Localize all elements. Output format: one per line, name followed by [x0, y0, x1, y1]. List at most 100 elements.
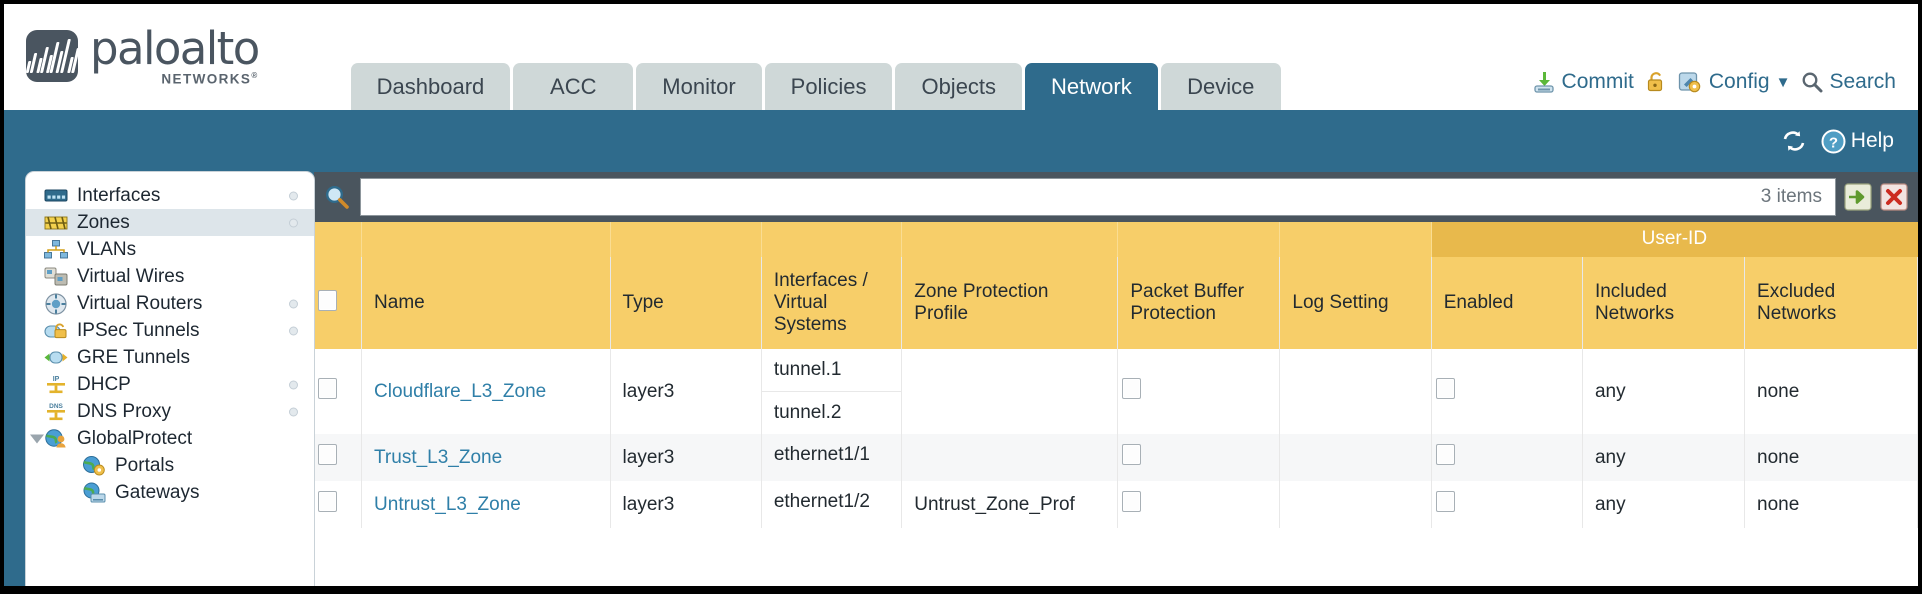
portals-icon — [82, 456, 106, 476]
select-all-header[interactable] — [314, 257, 363, 349]
col-header-interfaces[interactable]: Interfaces / Virtual Systems — [761, 257, 903, 349]
item-count-label: 3 items — [1760, 186, 1822, 207]
zones-panel: 3 items — [314, 172, 1918, 586]
userid-enabled-checkbox[interactable] — [1435, 444, 1455, 465]
svg-text:IP: IP — [53, 376, 60, 383]
sidebar-item-interfaces[interactable]: Interfaces — [26, 182, 314, 209]
userid-enabled-checkbox[interactable] — [1435, 378, 1455, 399]
cell-userid-enabled[interactable] — [1431, 481, 1583, 528]
zone-link[interactable]: Trust_L3_Zone — [374, 446, 503, 468]
search-button[interactable]: Search — [1801, 70, 1896, 94]
col-header-name[interactable]: Name — [361, 257, 611, 349]
sidebar-item-gateways[interactable]: Gateways — [26, 479, 314, 506]
zone-link[interactable]: Untrust_L3_Zone — [374, 493, 521, 515]
cell-userid-enabled[interactable] — [1431, 434, 1583, 481]
userid-enabled-checkbox[interactable] — [1435, 491, 1455, 512]
sidebar-label: DHCP — [77, 373, 131, 395]
table-row[interactable]: Trust_L3_Zone layer3 ethernet1/1 any non… — [314, 434, 1918, 481]
sidebar-item-vlans[interactable]: VLANs — [26, 236, 314, 263]
sidebar-item-ipsec-tunnels[interactable]: IPSec Tunnels — [26, 317, 314, 344]
config-menu[interactable]: Config ▼ — [1678, 70, 1790, 94]
sidebar-item-portals[interactable]: Portals — [26, 452, 314, 479]
cell-packet-buffer-protection[interactable] — [1117, 434, 1281, 481]
refresh-icon[interactable] — [1781, 129, 1807, 153]
commit-label: Commit — [1561, 70, 1634, 93]
sidebar-label: GlobalProtect — [77, 427, 193, 449]
row-checkbox[interactable] — [318, 491, 337, 512]
virtual-routers-icon — [44, 292, 68, 315]
tab-policies[interactable]: Policies — [764, 63, 893, 110]
row-select-cell[interactable] — [314, 434, 363, 481]
chevron-down-icon[interactable] — [30, 434, 44, 443]
col-header-excluded-networks[interactable]: Excluded Networks — [1744, 257, 1918, 349]
config-label: Config — [1708, 70, 1770, 93]
col-header-included-networks[interactable]: Included Networks — [1582, 257, 1746, 349]
vlans-icon — [44, 240, 68, 260]
group-blank — [361, 222, 611, 257]
tab-dashboard[interactable]: Dashboard — [350, 63, 511, 110]
tab-acc[interactable]: ACC — [513, 63, 634, 110]
magnifier-icon[interactable] — [322, 184, 352, 210]
cell-zone-protection-profile — [901, 434, 1119, 481]
clear-x-icon[interactable] — [1880, 183, 1908, 211]
col-header-enabled[interactable]: Enabled — [1431, 257, 1583, 349]
sidebar-label: Virtual Routers — [77, 292, 203, 314]
apply-arrow-icon[interactable] — [1844, 183, 1872, 211]
group-blank — [314, 222, 363, 257]
table-row[interactable]: Untrust_L3_Zone layer3 ethernet1/2 Untru… — [314, 481, 1918, 528]
sidebar-item-dhcp[interactable]: IP DHCP — [26, 371, 314, 398]
zones-table-scroll[interactable]: User-ID Name Type Interfaces / Virtual S… — [314, 222, 1918, 586]
select-all-checkbox[interactable] — [318, 289, 337, 311]
help-question-icon: ? — [1821, 129, 1846, 154]
row-select-cell[interactable] — [314, 349, 363, 434]
zone-link[interactable]: Cloudflare_L3_Zone — [374, 380, 547, 402]
cell-name[interactable]: Trust_L3_Zone — [361, 434, 611, 481]
ipsec-tunnels-icon — [44, 321, 68, 341]
group-blank — [610, 222, 762, 257]
table-row[interactable]: Cloudflare_L3_Zone layer3 tunnel.1 tunne… — [314, 349, 1918, 434]
row-select-cell[interactable] — [314, 481, 363, 528]
col-header-log-setting[interactable]: Log Setting — [1279, 257, 1432, 349]
padlock-icon[interactable] — [1645, 70, 1667, 94]
sidebar-item-globalprotect[interactable]: GlobalProtect — [26, 425, 314, 452]
sidebar-item-gre-tunnels[interactable]: GRE Tunnels — [26, 344, 314, 371]
tab-device[interactable]: Device — [1160, 63, 1281, 110]
search-input[interactable]: 3 items — [360, 178, 1836, 216]
status-dot — [289, 191, 298, 200]
sidebar-item-virtual-routers[interactable]: Virtual Routers — [26, 290, 314, 317]
status-dot — [289, 407, 298, 416]
group-blank — [901, 222, 1119, 257]
table-head: User-ID Name Type Interfaces / Virtual S… — [314, 222, 1918, 349]
cell-excluded-networks: none — [1744, 434, 1918, 481]
group-blank — [761, 222, 903, 257]
col-header-type[interactable]: Type — [610, 257, 762, 349]
dns-proxy-icon: DNS — [44, 402, 68, 422]
tab-network[interactable]: Network — [1025, 63, 1158, 110]
cell-packet-buffer-protection[interactable] — [1117, 481, 1281, 528]
col-header-zone-protection-profile[interactable]: Zone Protection Profile — [901, 257, 1119, 349]
cell-excluded-networks: none — [1744, 349, 1918, 434]
col-header-packet-buffer-protection[interactable]: Packet Buffer Protection — [1117, 257, 1281, 349]
packet-buffer-checkbox[interactable] — [1122, 444, 1142, 465]
search-label: Search — [1829, 70, 1896, 93]
tab-objects[interactable]: Objects — [895, 63, 1023, 110]
sidebar-item-dns-proxy[interactable]: DNS DNS Proxy — [26, 398, 314, 425]
row-checkbox[interactable] — [318, 378, 337, 399]
sidebar-item-zones[interactable]: Zones — [26, 209, 314, 236]
filter-toolbar: 3 items — [314, 172, 1918, 222]
cell-name[interactable]: Untrust_L3_Zone — [361, 481, 611, 528]
cell-packet-buffer-protection[interactable] — [1117, 349, 1281, 434]
packet-buffer-checkbox[interactable] — [1122, 378, 1142, 399]
help-button[interactable]: ? Help — [1821, 129, 1894, 154]
brand-name: paloalto — [90, 22, 260, 75]
packet-buffer-checkbox[interactable] — [1122, 491, 1142, 512]
row-checkbox[interactable] — [318, 444, 337, 465]
cell-zone-protection-profile — [901, 349, 1119, 434]
cell-userid-enabled[interactable] — [1431, 349, 1583, 434]
tab-monitor[interactable]: Monitor — [636, 63, 762, 110]
cell-name[interactable]: Cloudflare_L3_Zone — [361, 349, 611, 434]
commit-button[interactable]: Commit — [1532, 70, 1634, 94]
brand-logo[interactable]: paloalto NETWORKS® — [4, 22, 260, 110]
sidebar-label: DNS Proxy — [77, 400, 171, 422]
sidebar-item-virtual-wires[interactable]: Virtual Wires — [26, 263, 314, 290]
